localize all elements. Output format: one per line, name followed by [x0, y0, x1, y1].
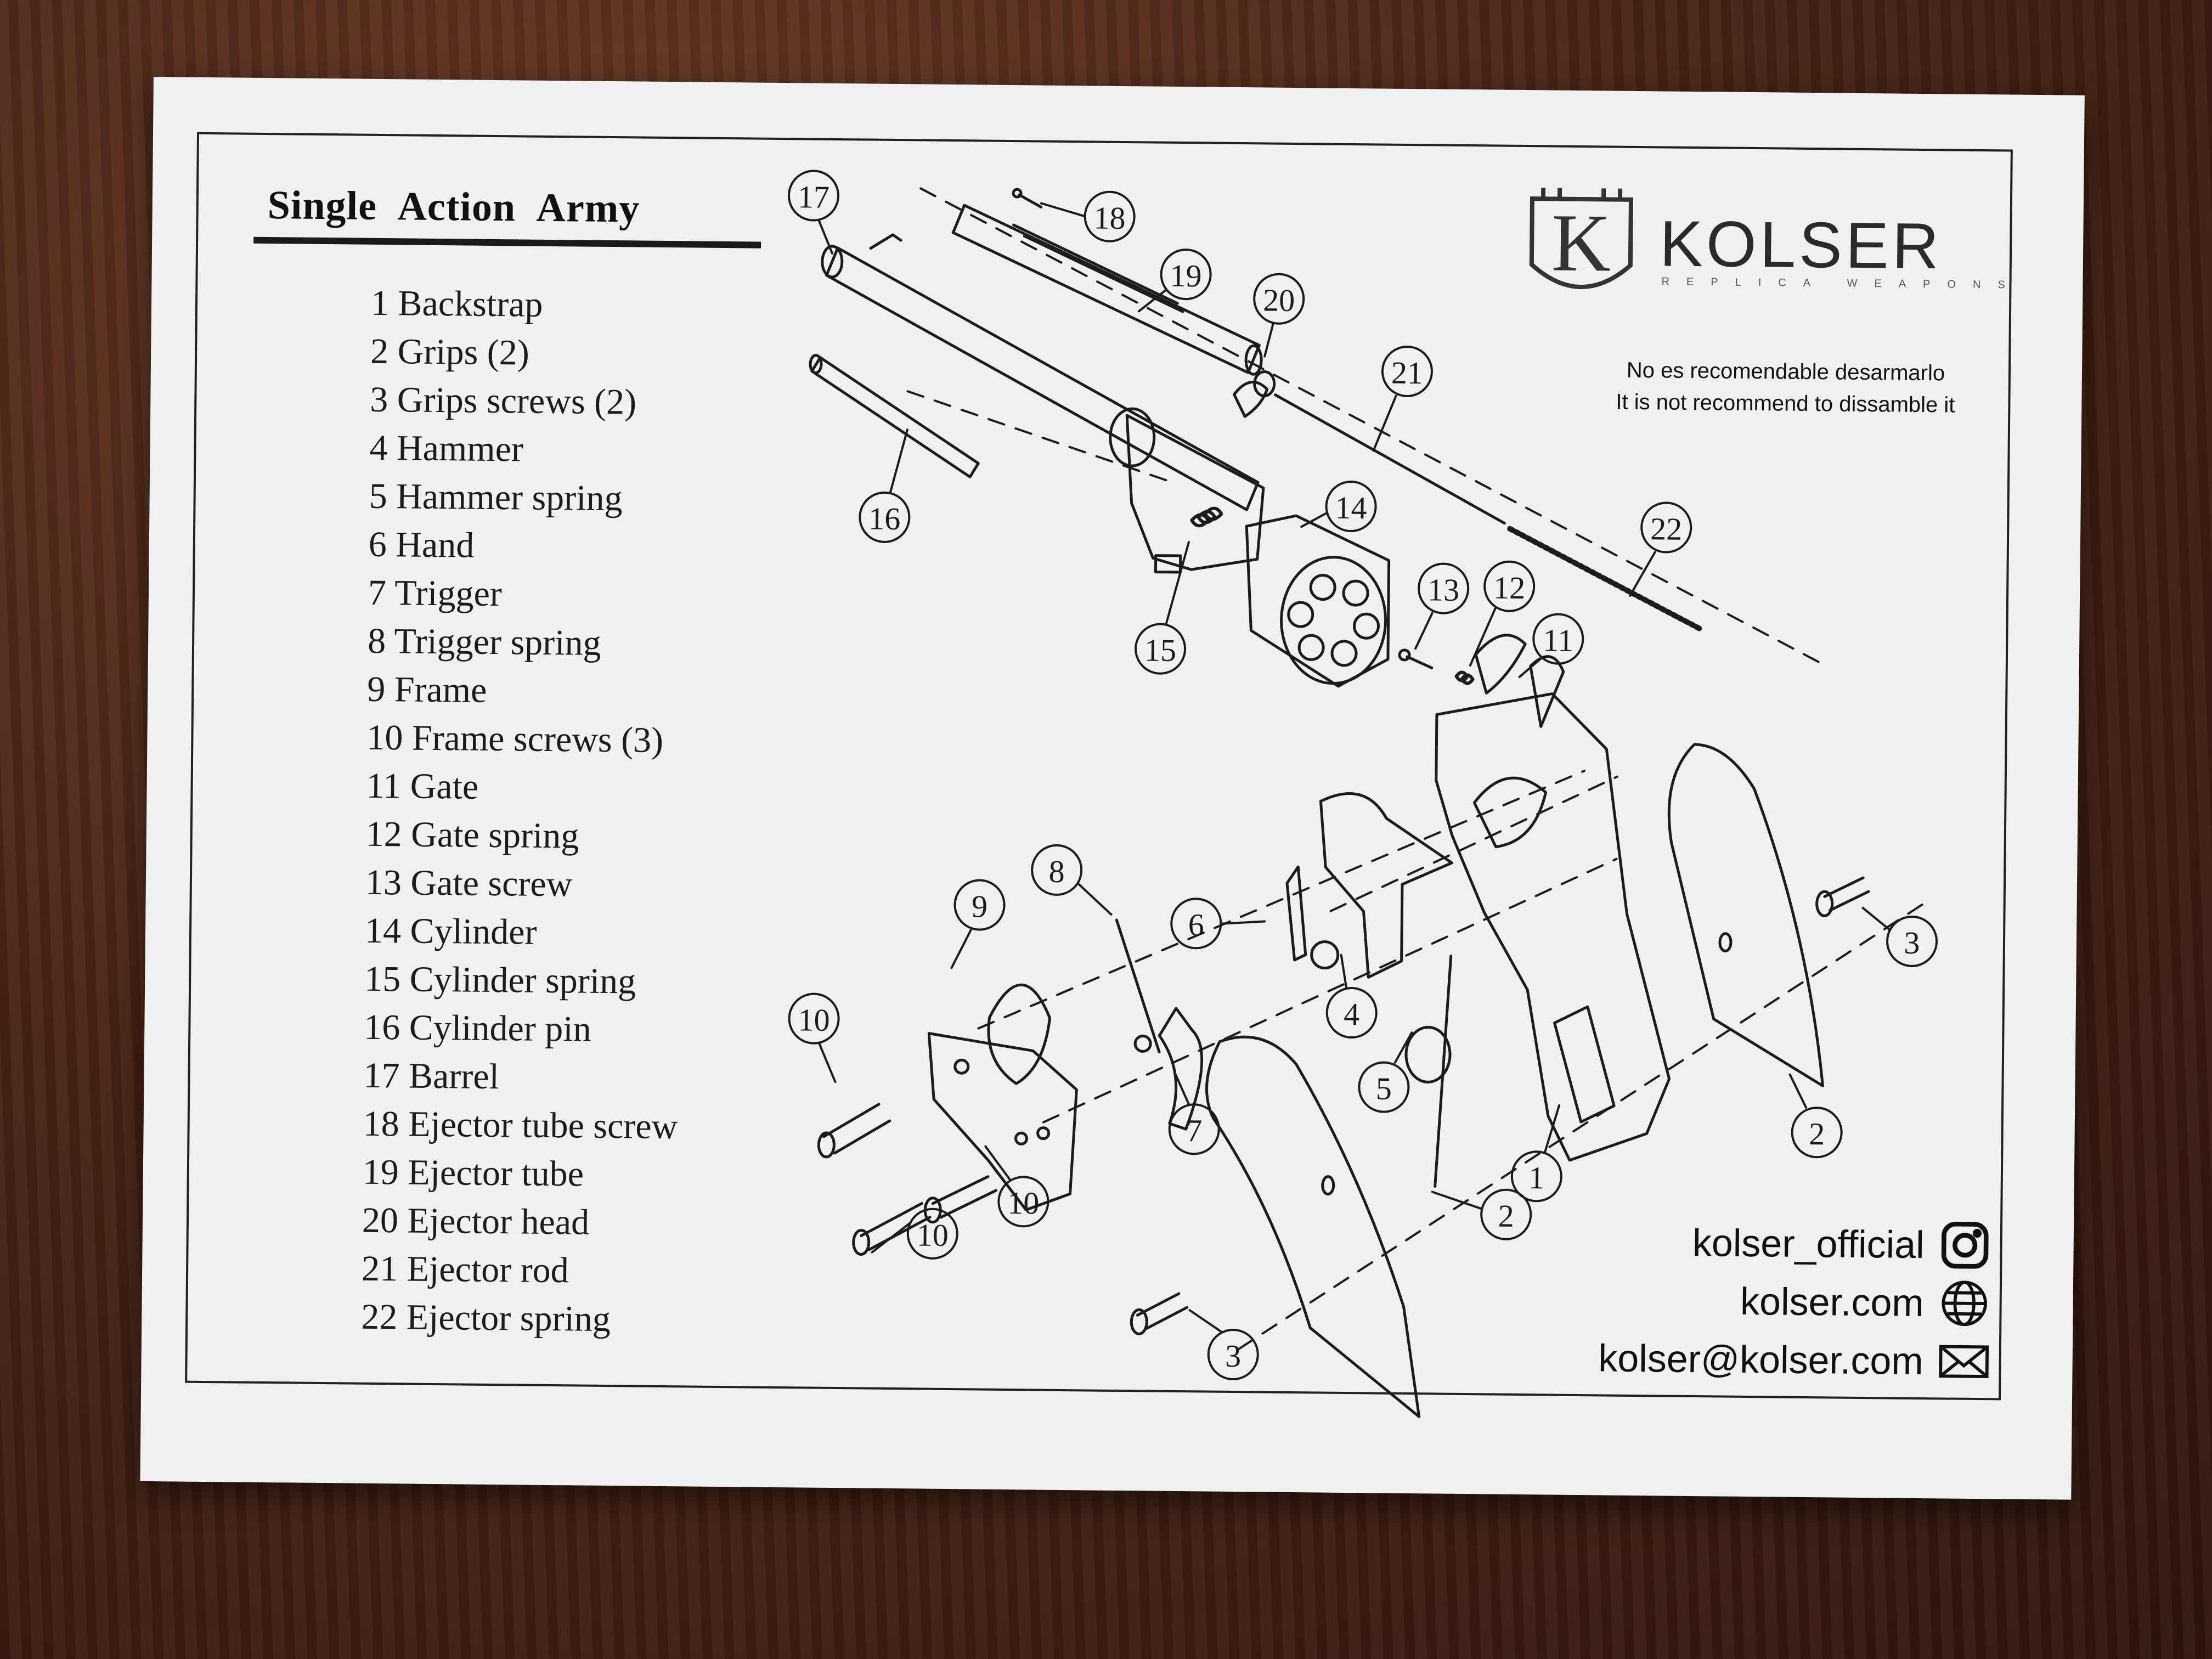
frame-top-part [1109, 407, 1265, 574]
callout-10-a: 10 [788, 992, 840, 1084]
hammer-spring-part [1404, 955, 1453, 1188]
warning-en: It is not recommend to dissamble it [1616, 390, 1955, 417]
svg-text:3: 3 [1225, 1338, 1242, 1374]
svg-text:3: 3 [1904, 925, 1920, 961]
callout-10-c: 10 [871, 1207, 958, 1260]
instruction-sheet: Single Action Army 1 Backstrap 2 Grips (… [140, 77, 2085, 1500]
svg-text:21: 21 [1391, 355, 1424, 391]
callout-8: 8 [1031, 844, 1113, 916]
gate-spring-part [1454, 670, 1475, 685]
ejector-head-part [1233, 370, 1276, 418]
svg-text:6: 6 [1188, 907, 1204, 943]
trigger-part [1158, 1007, 1204, 1131]
svg-text:1: 1 [1528, 1160, 1545, 1195]
callout-6: 6 [1170, 898, 1266, 950]
callout-4: 4 [1325, 953, 1378, 1039]
callout-2-right: 2 [1788, 1073, 1843, 1159]
callout-15: 15 [1135, 541, 1190, 675]
svg-text:2: 2 [1809, 1116, 1825, 1152]
instagram-handle: kolser_official [1692, 1221, 1925, 1267]
callout-20: 20 [1253, 273, 1305, 358]
cylinder-pin-part [809, 354, 980, 478]
exploded-revolver-diagram: 17 18 19 20 21 16 14 22 15 13 12 11 8 9 … [787, 170, 1938, 1418]
mail-icon [1939, 1345, 1989, 1378]
brand-name: KOLSER [1659, 207, 1943, 283]
grip-left-part [1205, 1035, 1421, 1418]
grip-right-part [1667, 743, 1824, 1087]
instagram-icon [1941, 1221, 1989, 1269]
callout-9: 9 [950, 879, 1006, 969]
svg-text:7: 7 [1186, 1113, 1203, 1148]
svg-text:5: 5 [1376, 1070, 1392, 1106]
svg-text:2: 2 [1498, 1198, 1514, 1234]
callout-2-left: 2 [1431, 1188, 1532, 1240]
barrel-part [821, 233, 1260, 511]
website-contact: kolser.com [1740, 1275, 1991, 1330]
svg-text:8: 8 [1048, 854, 1065, 889]
callout-10-b: 10 [984, 1145, 1049, 1228]
instagram-contact: kolser_official [1692, 1216, 1991, 1272]
hammer-part [1319, 792, 1453, 979]
frame-plate-part [927, 983, 1078, 1211]
callout-12: 12 [1469, 560, 1536, 667]
callout-3-right: 3 [1861, 906, 1938, 967]
svg-text:K: K [1551, 197, 1611, 289]
kolser-logo-icon: K [1529, 188, 1634, 289]
email-address: kolser@kolser.com [1598, 1336, 1924, 1383]
hand-part [1285, 865, 1340, 970]
svg-text:22: 22 [1650, 511, 1683, 547]
website-url: kolser.com [1740, 1279, 1925, 1325]
ejector-rod-part [1274, 393, 1506, 525]
callout-13: 13 [1414, 562, 1470, 650]
svg-text:18: 18 [1093, 200, 1126, 236]
email-contact: kolser@kolser.com [1598, 1331, 1990, 1388]
svg-text:15: 15 [1144, 632, 1177, 668]
cylinder-spring-part [1190, 506, 1223, 528]
globe-icon [1942, 1280, 1987, 1327]
callout-5: 5 [1358, 1031, 1413, 1113]
ejector-spring-part [1507, 526, 1704, 633]
svg-text:13: 13 [1427, 572, 1460, 608]
svg-text:14: 14 [1335, 490, 1367, 526]
callout-22: 22 [1629, 501, 1692, 597]
svg-text:12: 12 [1493, 569, 1526, 606]
frame-screws-part [817, 1103, 998, 1256]
callout-7: 7 [1168, 1073, 1220, 1155]
svg-text:19: 19 [1170, 258, 1202, 294]
callout-17: 17 [787, 170, 839, 255]
callout-1: 1 [1510, 1104, 1562, 1203]
backstrap-part [1435, 692, 1671, 1162]
callout-labels: 17 18 19 20 21 16 14 22 15 13 12 11 8 9 … [787, 170, 1938, 1380]
gate-screw-part [1398, 648, 1434, 669]
svg-text:17: 17 [798, 179, 830, 215]
callout-21: 21 [1372, 345, 1433, 452]
warning-es: No es recomendable desarmarlo [1626, 358, 1945, 386]
svg-text:10: 10 [798, 1002, 830, 1038]
svg-text:11: 11 [1543, 622, 1573, 658]
svg-text:20: 20 [1263, 282, 1295, 318]
callout-3-left: 3 [1188, 1309, 1259, 1380]
svg-text:16: 16 [868, 501, 901, 537]
callout-16: 16 [859, 428, 911, 543]
disassembly-warning: No es recomendable desarmarlo It is not … [1577, 354, 1994, 421]
svg-text:10: 10 [1007, 1185, 1040, 1221]
callout-11: 11 [1518, 613, 1584, 678]
svg-text:10: 10 [916, 1217, 949, 1253]
ejector-tube-part [951, 204, 1263, 376]
callout-18: 18 [1040, 190, 1136, 242]
assembly-axes [906, 187, 1930, 1351]
grip-screws-part [1130, 876, 1870, 1335]
trigger-spring-part [1115, 918, 1161, 1054]
callout-19: 19 [1137, 249, 1212, 313]
svg-text:4: 4 [1344, 996, 1360, 1032]
cylinder-part [1245, 514, 1391, 688]
ejector-tube-screw-part [1012, 188, 1043, 209]
callout-14: 14 [1300, 480, 1377, 532]
svg-text:9: 9 [972, 888, 988, 924]
